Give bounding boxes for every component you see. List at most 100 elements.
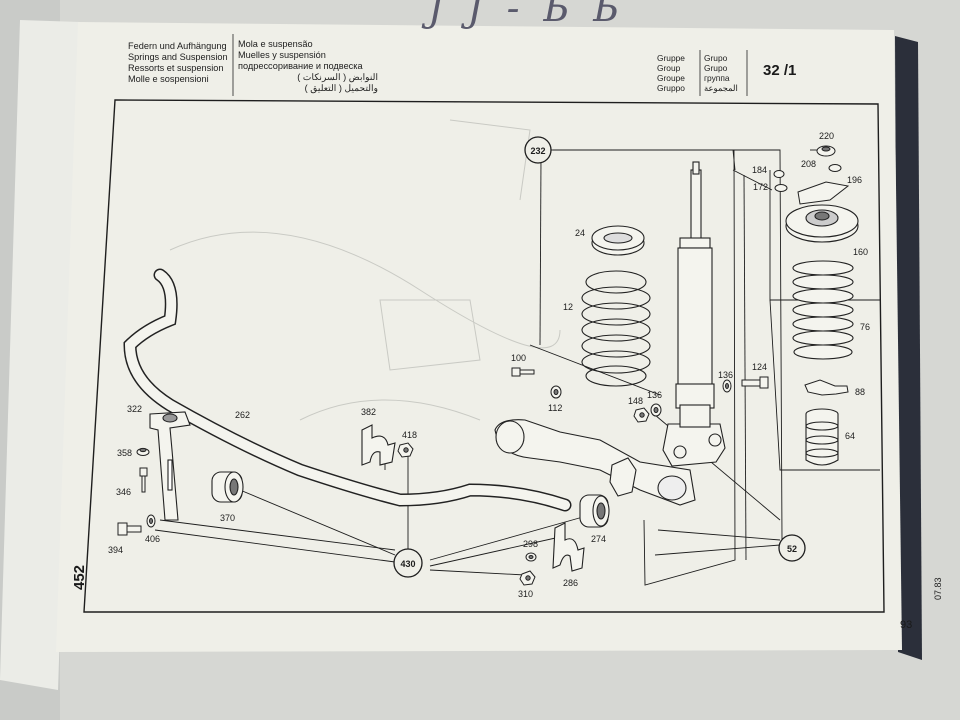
label-196: 196: [847, 175, 862, 185]
header-ar-2: والتحميل ( التعليق ): [304, 83, 378, 93]
group-ru: группа: [704, 73, 730, 83]
group-col2: Grupo Grupo группа المجموعة: [704, 53, 738, 93]
ghost-body-outline: [169, 119, 561, 421]
header-col1: Federn und Aufhängung Springs and Suspen…: [128, 41, 228, 85]
callout-52-circle: [778, 534, 806, 562]
stabilizer-bar: [123, 268, 572, 512]
label-406: 406: [145, 534, 160, 544]
group-es: Grupo: [704, 63, 728, 73]
label-262: 262: [235, 410, 250, 420]
group-en: Group: [657, 63, 681, 73]
callout-232: 232: [530, 146, 545, 156]
label-370: 370: [220, 513, 235, 523]
washer-208: [828, 164, 842, 172]
page: [56, 22, 902, 652]
header-en: Springs and Suspension: [128, 52, 228, 62]
label-382: 382: [361, 407, 376, 417]
label-172: 172: [753, 182, 768, 192]
label-184: 184: [752, 165, 767, 175]
date-code: 07.83: [933, 577, 943, 600]
label-286: 286: [563, 578, 578, 588]
left-page-edge: [0, 20, 80, 690]
label-12: 12: [563, 302, 573, 312]
page-number-right: 93: [900, 619, 913, 631]
bushing-274: [579, 494, 610, 528]
bolt-394: [117, 522, 142, 536]
label-160: 160: [853, 247, 868, 257]
label-112: 112: [548, 403, 562, 413]
cap-220: [816, 145, 836, 157]
bolt-124: [741, 376, 769, 389]
label-76: 76: [860, 322, 870, 332]
label-88: 88: [855, 387, 865, 397]
header-ru: подрессоривание и подвеска: [238, 61, 363, 71]
mount-160: [785, 204, 859, 243]
diagram-frame: [83, 99, 885, 613]
label-24: 24: [575, 228, 585, 238]
page-number-left: 452: [71, 564, 88, 590]
header-col2: Mola e suspensão Muelles y suspensión по…: [238, 39, 378, 94]
header-ar-1: النوابض ( السرنكات ): [297, 72, 378, 82]
label-136a: 136: [647, 390, 662, 400]
shock-absorber: [662, 161, 726, 467]
label-100: 100: [511, 353, 526, 363]
label-418: 418: [402, 430, 417, 440]
group-ar: المجموعة: [704, 83, 738, 93]
plate-196: [797, 181, 850, 205]
leader-lines: [154, 149, 880, 586]
coil-spring-12: [581, 270, 651, 387]
washer-136b: [722, 379, 732, 393]
header-de: Federn und Aufhängung: [128, 41, 227, 51]
label-394: 394: [108, 545, 123, 555]
bellows-76: [792, 260, 854, 360]
bracket-88: [804, 379, 849, 396]
label-358: 358: [117, 448, 132, 458]
label-322: 322: [127, 404, 142, 414]
header-es: Muelles y suspensión: [238, 50, 326, 60]
washer-406: [146, 514, 156, 528]
group-fr: Groupe: [657, 73, 685, 83]
spring-pad-24: [591, 225, 645, 256]
label-310: 310: [518, 589, 533, 599]
group-it: Gruppo: [657, 83, 685, 93]
group-pt: Grupo: [704, 53, 728, 63]
nut-418: [397, 442, 414, 458]
washer-136a: [650, 403, 662, 417]
buffer-64: [805, 408, 839, 466]
label-124: 124: [752, 362, 767, 372]
callout-232-circle: [524, 136, 552, 164]
header-fr: Ressorts et suspension: [128, 63, 224, 73]
label-208: 208: [801, 159, 816, 169]
callout-52: 52: [787, 544, 797, 554]
group-col1: Gruppe Group Groupe Gruppo: [657, 53, 685, 93]
label-274: 274: [591, 534, 606, 544]
nut-310: [519, 570, 536, 586]
clamp-286: [552, 522, 585, 572]
nut-358: [136, 447, 150, 456]
washer-298: [525, 552, 537, 562]
label-148: 148: [628, 396, 643, 406]
bolt-100: [511, 367, 535, 377]
header-pt: Mola e suspensão: [238, 39, 313, 49]
callout-430-circle: [393, 548, 423, 578]
control-arm: [494, 419, 696, 506]
handwritten-note: Ј Ј - Ь Ь: [428, 0, 625, 30]
label-346: 346: [116, 487, 131, 497]
nut-148: [633, 407, 650, 423]
label-220: 220: [819, 131, 834, 141]
label-298: 298: [523, 539, 538, 549]
clamp-382: [361, 424, 396, 466]
callout-430: 430: [400, 559, 415, 569]
label-64: 64: [845, 431, 855, 441]
bushing-370: [211, 471, 244, 503]
nut-184: [773, 170, 785, 178]
bolt-346: [139, 467, 148, 493]
group-de: Gruppe: [657, 53, 685, 63]
washer-112: [550, 385, 562, 399]
group-number: 32 /1: [763, 62, 797, 79]
label-136b: 136: [718, 370, 733, 380]
washer-172: [774, 184, 788, 192]
header-it: Molle e sospensioni: [128, 74, 209, 84]
bracket-322: [149, 411, 191, 521]
